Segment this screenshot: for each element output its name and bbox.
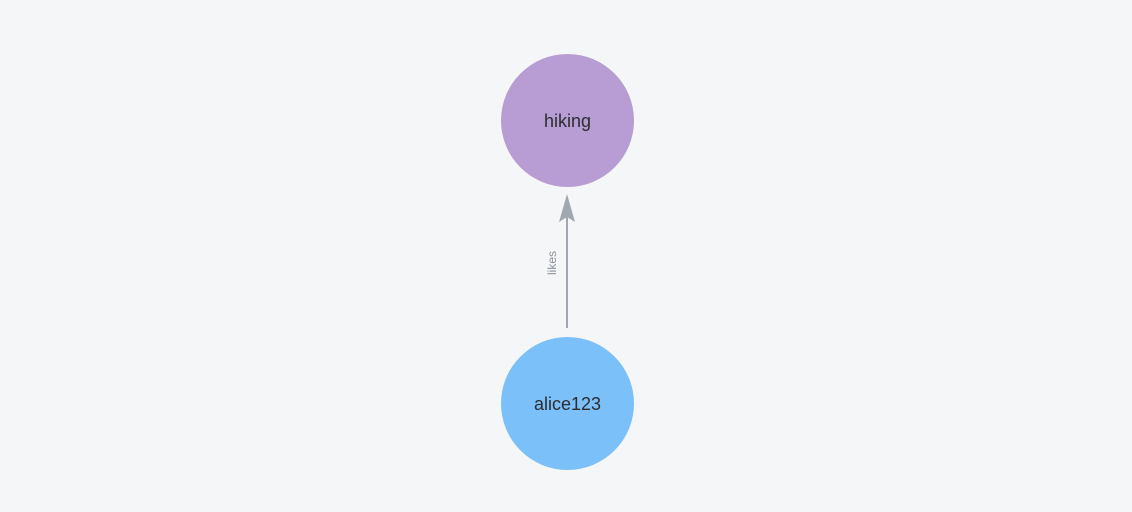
node-hiking[interactable]: hiking: [501, 54, 634, 187]
node-label-hiking: hiking: [543, 110, 592, 131]
edge-label-likes: likes: [545, 250, 559, 276]
node-alice123[interactable]: alice123: [501, 337, 634, 470]
edge-arrowhead-icon: [559, 194, 575, 222]
node-label-alice123: alice123: [533, 393, 602, 414]
